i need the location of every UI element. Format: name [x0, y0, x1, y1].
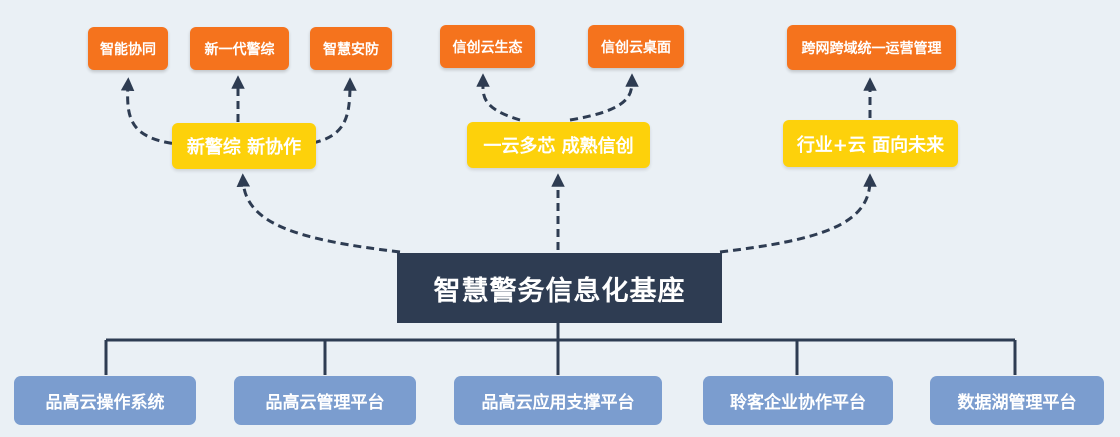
platform-box: 品高云操作系统 — [14, 376, 196, 425]
theme-label: 行业+云 面向未来 — [796, 134, 945, 156]
theme-box: 新警综 新协作 — [172, 123, 316, 169]
arrow-theme2-to-item-2 — [569, 73, 639, 122]
core-label: 智慧警务信息化基座 — [433, 275, 686, 307]
item-box: 智能协同 — [88, 27, 168, 70]
item-label: 跨网跨域统一运营管理 — [801, 40, 942, 57]
platform-label: 数据湖管理平台 — [957, 393, 1077, 413]
theme-label: 新警综 新协作 — [186, 137, 302, 158]
arrow-core-to-theme-3 — [719, 173, 877, 254]
platform-label: 品高云管理平台 — [265, 393, 385, 413]
item-label: 信创云生态 — [452, 39, 523, 56]
item-box: 信创云桌面 — [588, 25, 684, 68]
theme-box: 行业+云 面向未来 — [783, 120, 958, 167]
platform-box: 数据湖管理平台 — [930, 376, 1104, 425]
arrow-theme2-to-item-1 — [476, 73, 521, 122]
arrow-theme1-to-item-1 — [120, 77, 186, 147]
item-label: 新一代警综 — [204, 41, 275, 58]
platform-label: 品高云应用支撑平台 — [481, 393, 635, 413]
platform-label: 品高云操作系统 — [45, 393, 165, 413]
item-label: 智慧安防 — [323, 41, 379, 58]
platform-box: 聆客企业协作平台 — [703, 376, 893, 425]
arrow-core-to-theme-1 — [236, 173, 401, 254]
item-box: 跨网跨域统一运营管理 — [787, 25, 956, 70]
platform-box: 品高云应用支撑平台 — [454, 376, 662, 425]
item-box: 新一代警综 — [190, 27, 289, 70]
platform-box: 品高云管理平台 — [234, 376, 416, 425]
core-box: 智慧警务信息化基座 — [397, 253, 722, 323]
item-label: 智能协同 — [100, 41, 156, 58]
item-label: 信创云桌面 — [601, 39, 671, 56]
platform-label: 聆客企业协作平台 — [730, 393, 866, 413]
theme-label: 一云多芯 成熟信创 — [483, 136, 634, 157]
theme-box: 一云多芯 成熟信创 — [467, 122, 650, 168]
arrow-theme1-to-item-3 — [299, 77, 357, 147]
item-box: 智慧安防 — [310, 27, 392, 70]
item-box: 信创云生态 — [440, 25, 535, 68]
